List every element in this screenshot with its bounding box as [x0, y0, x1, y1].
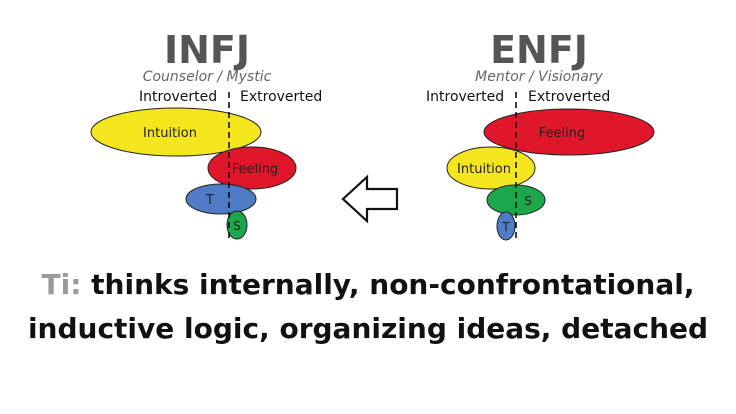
infj-extroverted-label: Extroverted — [240, 89, 323, 105]
infj-intuition-ellipse — [90, 107, 262, 157]
infj-title: INFJ — [163, 28, 251, 72]
infj-feeling-label: Feeling — [232, 162, 278, 177]
enfj-function-stack: Feeling Intuition S T — [446, 92, 655, 241]
enfj-sensing-ellipse — [486, 184, 546, 216]
infj-thinking-ellipse — [185, 183, 257, 215]
caption-line-1: Ti: thinks internally, non-confrontation… — [0, 268, 736, 301]
infj-thinking-label: T — [205, 193, 214, 208]
infj-introverted-label: Introverted — [139, 89, 218, 105]
enfj-title: ENFJ — [490, 28, 588, 72]
enfj-feeling-label: Feeling — [539, 126, 585, 141]
enfj-feeling-ellipse — [483, 108, 655, 156]
enfj-subtitle: Mentor / Visionary — [475, 69, 603, 85]
infj-feeling-ellipse — [207, 146, 297, 190]
infj-sensing-label: S — [233, 219, 241, 233]
enfj-introverted-label: Introverted — [426, 89, 505, 105]
infj-function-stack: Intuition Feeling T S — [90, 92, 297, 240]
enfj-intuition-label: Intuition — [457, 162, 511, 177]
enfj-thinking-ellipse — [496, 211, 516, 241]
caption-ti-prefix: Ti: — [41, 268, 82, 301]
caption-line-1-text: thinks internally, non-confrontational, — [81, 268, 695, 301]
infj-intuition-label: Intuition — [143, 126, 197, 141]
enfj-sensing-label: S — [524, 194, 532, 208]
infj-subtitle: Counselor / Mystic — [142, 69, 272, 85]
enfj-intuition-ellipse — [446, 146, 536, 190]
infj-sensing-ellipse — [226, 210, 248, 240]
enfj-extroverted-label: Extroverted — [528, 89, 611, 105]
caption-line-2: inductive logic, organizing ideas, detac… — [27, 312, 709, 345]
enfj-thinking-label: T — [501, 220, 510, 234]
left-arrow-icon — [341, 174, 399, 224]
